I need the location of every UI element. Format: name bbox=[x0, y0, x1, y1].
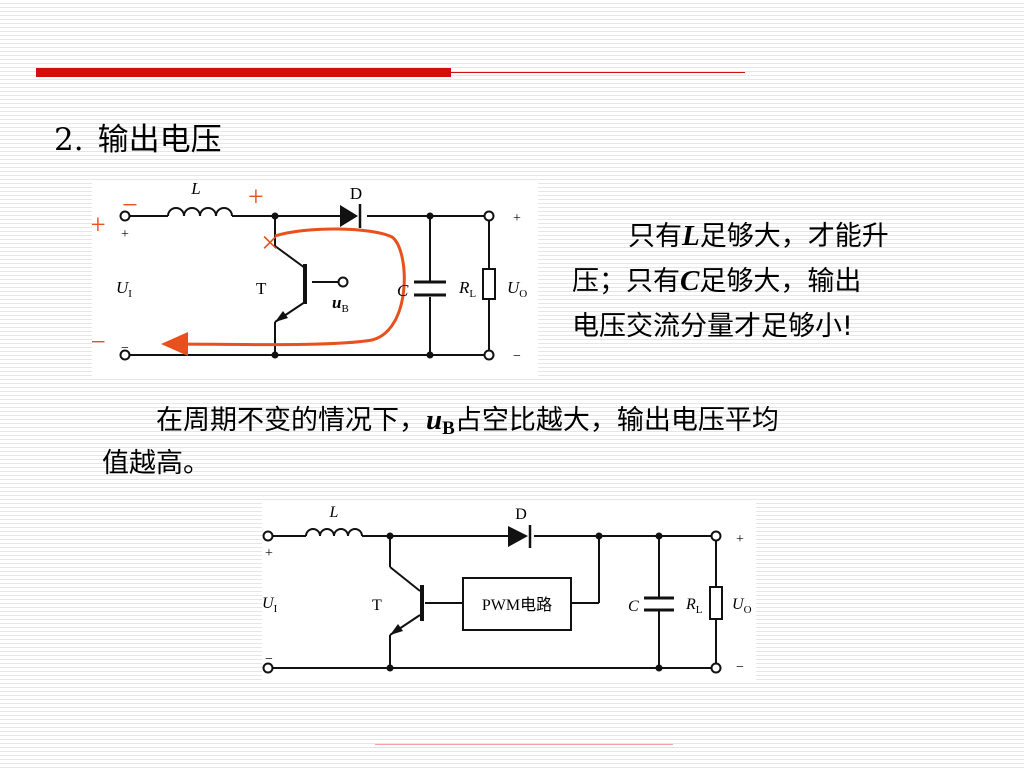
diode-triangle bbox=[340, 205, 358, 227]
input-voltage-label: UI bbox=[116, 278, 132, 300]
para-line-1-pre: 在周期不变的情况下， bbox=[156, 405, 426, 436]
boost-circuit-diagram: L D T C RL UO UI uB + − + − + − + − × bbox=[90, 179, 538, 377]
capacitor-label: C bbox=[397, 281, 409, 300]
resistor-label: RL bbox=[458, 278, 476, 300]
input-plus-label: + bbox=[121, 227, 129, 242]
junction-dot bbox=[386, 532, 394, 540]
polarity-minus-input: − bbox=[92, 327, 106, 358]
boost-circuit-svg: L D T C RL UO UI uB + − + − + − + − × bbox=[90, 179, 527, 364]
polarity-plus-input: + bbox=[92, 210, 106, 241]
junction-dot bbox=[426, 212, 434, 220]
pwm-circuit-svg: L D T PWM电路 C RL UO UI + − + − bbox=[262, 504, 752, 675]
junction-dot bbox=[426, 351, 434, 359]
pwm-block-label: PWM电路 bbox=[482, 596, 552, 614]
output-terminal-top bbox=[483, 210, 495, 222]
emitter-arrow-icon bbox=[390, 624, 403, 635]
inductor-coil bbox=[305, 528, 363, 537]
input-terminal-bottom bbox=[262, 662, 274, 674]
output-minus-label: − bbox=[513, 349, 521, 364]
inductor-label: L bbox=[190, 180, 200, 198]
note-line-1-pre: 只有 bbox=[628, 221, 682, 252]
title-accent-bar bbox=[36, 68, 451, 77]
polarity-minus-inductor: − bbox=[122, 190, 138, 221]
base-signal-subscript: B bbox=[341, 303, 348, 315]
output-voltage-subscript: O bbox=[744, 604, 752, 616]
base-signal-label: uB bbox=[332, 293, 349, 315]
capacitor-label: C bbox=[628, 598, 639, 615]
body-paragraph: 在周期不变的情况下，uB占空比越大，输出电压平均 值越高。 bbox=[102, 398, 962, 486]
output-minus-label: − bbox=[736, 660, 744, 675]
resistor-label: RL bbox=[685, 596, 703, 616]
para-var-sub: B bbox=[442, 418, 455, 439]
inductor-coil bbox=[167, 207, 233, 217]
input-voltage-symbol: U bbox=[262, 595, 275, 612]
resistor-symbol: R bbox=[458, 278, 470, 297]
resistor-symbol: R bbox=[685, 596, 696, 613]
input-terminal-top bbox=[262, 530, 274, 542]
resistor-subscript: L bbox=[469, 288, 476, 300]
output-terminal-bottom bbox=[483, 349, 495, 361]
para-line-1-post: 占空比越大，输出电压平均 bbox=[454, 405, 779, 436]
transistor-label: T bbox=[372, 597, 382, 614]
junction-dot bbox=[386, 664, 394, 672]
emitter-arrow-icon bbox=[275, 311, 288, 322]
pwm-boost-circuit-diagram: L D T PWM电路 C RL UO UI + − + − bbox=[262, 503, 756, 681]
junction-dot bbox=[655, 532, 663, 540]
diode-label: D bbox=[515, 506, 527, 523]
junction-dot bbox=[271, 351, 279, 359]
junction-dot bbox=[595, 532, 603, 540]
side-note: 只有L足够大，才能升 压；只有C足够大，输出 电压交流分量才足够小! bbox=[572, 214, 972, 349]
current-path-arrow bbox=[161, 227, 406, 357]
collector-lead bbox=[389, 566, 421, 592]
para-var-u: u bbox=[426, 404, 443, 436]
note-line-2: 压；只有C足够大，输出 bbox=[572, 259, 972, 304]
note-line-3: 电压交流分量才足够小! bbox=[572, 311, 853, 342]
base-signal-symbol: u bbox=[332, 293, 341, 312]
footer-accent-line bbox=[375, 744, 673, 745]
input-plus-label: + bbox=[265, 546, 273, 561]
note-line-1-post: 足够大，才能升 bbox=[699, 221, 889, 252]
transistor-label: T bbox=[256, 279, 267, 298]
note-var-c: C bbox=[680, 265, 700, 297]
input-voltage-subscript: I bbox=[274, 603, 278, 615]
diode-triangle bbox=[508, 526, 528, 547]
input-minus-label: − bbox=[121, 341, 129, 356]
output-terminal-top bbox=[710, 530, 722, 542]
output-voltage-symbol: U bbox=[732, 596, 745, 613]
note-var-l: L bbox=[682, 220, 700, 252]
output-voltage-symbol: U bbox=[507, 278, 521, 297]
input-terminal-bottom bbox=[119, 349, 131, 361]
input-voltage-subscript: I bbox=[128, 288, 132, 300]
resistor-body bbox=[482, 268, 496, 300]
note-line-2-pre: 压；只有 bbox=[572, 266, 680, 297]
output-voltage-subscript: O bbox=[519, 288, 527, 300]
para-line-1: 在周期不变的情况下，uB占空比越大，输出电压平均 bbox=[102, 398, 962, 442]
collector-lead bbox=[274, 245, 306, 269]
note-line-1: 只有L足够大，才能升 bbox=[572, 214, 972, 259]
para-line-2: 值越高。 bbox=[102, 448, 210, 479]
output-plus-label: + bbox=[513, 211, 521, 226]
resistor-subscript: L bbox=[696, 604, 703, 616]
title-accent-line bbox=[451, 72, 745, 73]
input-voltage-label: UI bbox=[262, 595, 278, 615]
junction-dot bbox=[271, 212, 279, 220]
note-line-2-post: 足够大，输出 bbox=[699, 266, 862, 297]
resistor-body bbox=[709, 586, 723, 620]
junction-dot bbox=[655, 664, 663, 672]
output-voltage-label: UO bbox=[507, 278, 527, 300]
section-heading: 2. 输出电压 bbox=[54, 118, 236, 162]
heading-text: 输出电压 bbox=[97, 122, 222, 158]
base-terminal bbox=[337, 276, 349, 288]
inductor-label: L bbox=[329, 504, 339, 521]
heading-number: 2. bbox=[54, 122, 84, 158]
output-voltage-label: UO bbox=[732, 596, 752, 616]
input-voltage-symbol: U bbox=[116, 278, 130, 297]
input-minus-label: − bbox=[265, 652, 273, 667]
switch-off-cross-icon: × bbox=[261, 224, 279, 260]
output-terminal-bottom bbox=[710, 662, 722, 674]
output-plus-label: + bbox=[736, 532, 744, 547]
input-terminal-top bbox=[119, 210, 131, 222]
diode-label: D bbox=[350, 184, 362, 203]
polarity-plus-inductor: + bbox=[248, 182, 264, 213]
